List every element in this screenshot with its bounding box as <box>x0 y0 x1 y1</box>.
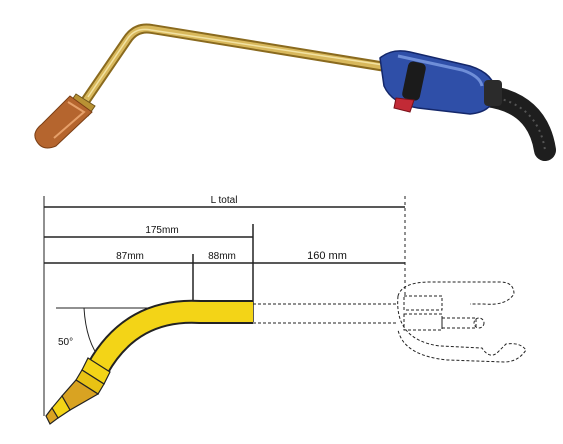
label-88mm: 88mm <box>208 251 236 262</box>
yellow-nozzle <box>45 357 111 425</box>
label-angle: 50° <box>58 337 73 348</box>
label-total-length: L total <box>211 195 238 206</box>
dimension-diagram <box>43 196 527 416</box>
label-87mm: 87mm <box>116 251 144 262</box>
handle-grip-ring <box>402 61 426 101</box>
handle-outline-dashed <box>253 281 527 363</box>
label-175mm: 175mm <box>145 225 178 236</box>
brass-neck-tube <box>81 23 397 105</box>
label-160mm: 160 mm <box>307 250 347 262</box>
red-trigger <box>393 97 415 113</box>
diagram-torch-neck <box>45 299 253 425</box>
rear-connector <box>484 80 502 106</box>
torch-photo <box>34 23 556 161</box>
